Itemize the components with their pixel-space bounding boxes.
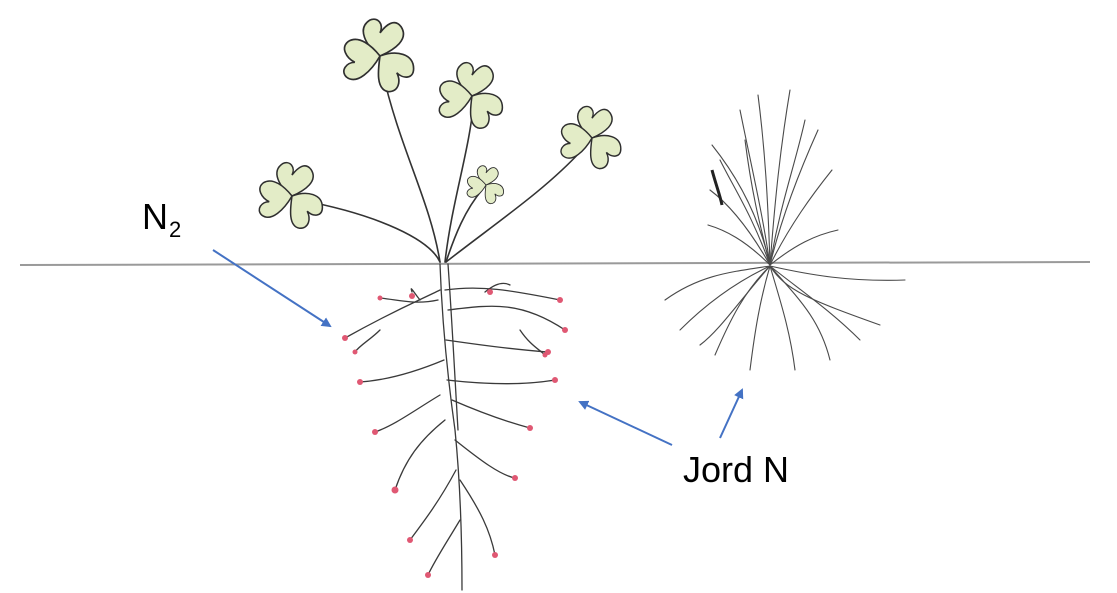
clover-leaf-mid: [439, 63, 502, 129]
n2-label-main: N: [142, 196, 168, 237]
soil-n-arrow-right: [720, 390, 742, 438]
clover-plant-icon: [259, 19, 621, 590]
clover-leaf-small: [467, 166, 504, 204]
clover-leaf-left: [259, 163, 322, 229]
clover-leaf-top: [344, 19, 414, 92]
ground-line: [20, 262, 1090, 265]
clover-leaf-right: [561, 106, 621, 168]
grass-plant-icon: [665, 90, 905, 370]
soil-n-label: Jord N: [683, 452, 789, 488]
n2-label: N2: [142, 199, 180, 235]
soil-n-arrow-left: [580, 402, 672, 445]
n2-arrow: [213, 250, 330, 326]
n2-label-subscript: 2: [169, 217, 181, 242]
